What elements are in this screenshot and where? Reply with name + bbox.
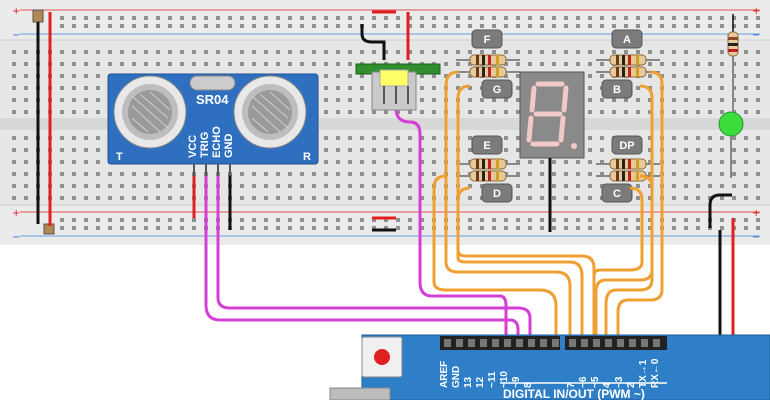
arduino-pin-label: ~3 — [614, 376, 625, 388]
sensor-side-right: R — [303, 151, 311, 163]
segment-labels: F G E D A B DP C — [471, 29, 643, 203]
rail-plus-label: + — [12, 6, 20, 17]
segment-label-text: D — [493, 188, 501, 200]
segment-label-a: A — [611, 29, 643, 49]
led — [718, 31, 744, 178]
transducer-right — [233, 75, 307, 149]
resistor — [596, 170, 660, 182]
segment-label-text: B — [613, 84, 621, 96]
resistor — [596, 66, 660, 78]
segment-label-text: A — [623, 34, 631, 46]
resistor — [456, 170, 520, 182]
arduino-pin-label: TX→1 — [638, 359, 649, 388]
arduino-pin-label: ~11 — [487, 371, 498, 388]
rail-plus-label-bottom-right: + — [752, 208, 760, 219]
sensor-pin-label-echo: ECHO — [211, 126, 223, 158]
arduino-pin-label: ~10 — [499, 371, 510, 388]
segment-label-e: E — [471, 135, 503, 155]
sensor-pin-label-gnd: GND — [223, 134, 235, 159]
segment-label-text: F — [484, 34, 491, 46]
rail-plus-label-right: + — [752, 6, 760, 17]
rail-plus-label-bottom: + — [12, 208, 20, 219]
arduino-header-holes — [444, 339, 660, 347]
resistor — [596, 158, 660, 170]
seven-segment-display — [519, 71, 585, 232]
sensor-wires — [192, 88, 532, 348]
digital-io-label: DIGITAL IN/OUT (PWM ~) — [503, 387, 645, 400]
arduino-pin-label: 2 — [626, 382, 637, 388]
segment-resistors — [456, 54, 660, 182]
segment-label-b: B — [601, 79, 633, 99]
resistor — [596, 54, 660, 66]
rail-minus-label-right: − — [752, 30, 760, 41]
segment-label-dp: DP — [611, 135, 643, 155]
potentiometer-module — [355, 63, 441, 111]
arduino-pin-label: RX←0 — [650, 358, 661, 388]
sensor-name: SR04 — [196, 92, 229, 107]
segment-label-d: D — [481, 183, 513, 203]
arduino-pin-label: GND — [451, 366, 462, 388]
segment-label-text: G — [493, 84, 502, 96]
arduino-pin-label: ~5 — [590, 376, 601, 388]
segment-label-f: F — [471, 29, 503, 49]
arduino-pin-label: 8 — [523, 382, 534, 388]
resistor — [456, 158, 520, 170]
segment-label-text: C — [613, 188, 621, 200]
resistor — [456, 66, 520, 78]
arduino-pin-label: 12 — [475, 376, 486, 388]
sensor-side-left: T — [116, 151, 123, 163]
segment-wires — [432, 70, 664, 348]
rail-minus-label-bottom-right: − — [752, 232, 760, 243]
sensor-pin-label-vcc: VCC — [187, 135, 199, 158]
arduino-pin-label: AREF — [439, 361, 450, 388]
transducer-left — [113, 75, 187, 149]
segment-label-c: C — [601, 183, 633, 203]
rail-minus-label: − — [12, 30, 20, 41]
arduino-pin-label: 13 — [463, 376, 474, 388]
segment-label-g: G — [481, 79, 513, 99]
rail-minus-label-bottom: − — [12, 232, 20, 243]
arduino-pin-label: 4 — [602, 382, 613, 388]
arduino-pin-label: 7 — [566, 382, 577, 388]
segment-label-text: DP — [619, 140, 634, 152]
segment-label-text: E — [483, 140, 490, 152]
arduino-pin-label: ~9 — [511, 376, 522, 388]
sensor-pin-stubs — [193, 164, 231, 176]
sensor-pin-label-trig: TRIG — [199, 132, 211, 158]
arduino-pin-label: ~6 — [578, 376, 589, 388]
resistor — [456, 54, 520, 66]
